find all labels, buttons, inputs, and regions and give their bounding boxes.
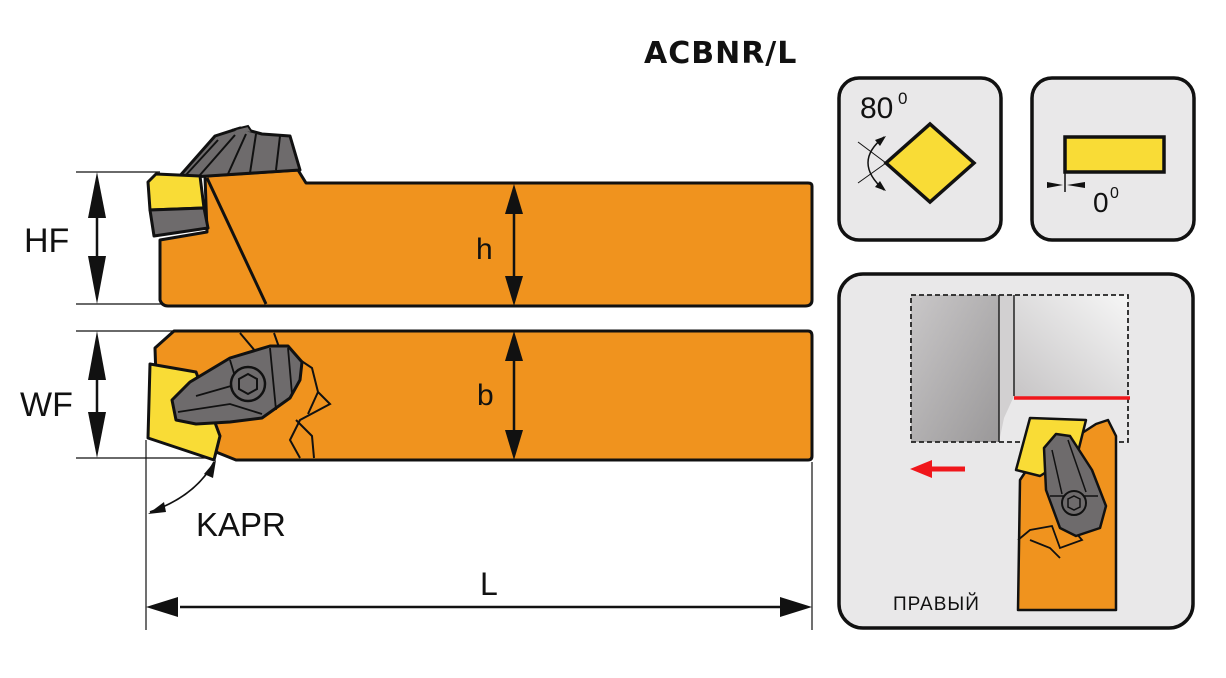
h-arrow-up (505, 184, 523, 214)
insert-side (146, 172, 206, 212)
hf-label: HF (24, 222, 69, 260)
holder-shank-side (158, 168, 814, 308)
length-dimension: L (146, 462, 813, 630)
workpiece-right (1014, 295, 1128, 399)
holder-shank-top (153, 329, 814, 462)
wf-label: WF (20, 386, 73, 424)
application-panel: ПРАВЫЙ (837, 272, 1195, 630)
clearance-angle-value: 0 (1093, 187, 1109, 218)
clamp-top-side (176, 126, 302, 180)
wf-arrow-up (88, 331, 106, 380)
rhombic-insert-icon (883, 121, 977, 205)
kapr-label: KAPR (196, 506, 286, 543)
clamp-application (1042, 432, 1108, 538)
kapr-arc (149, 461, 215, 513)
h-arrow-down (505, 276, 523, 306)
holder-top-view: WF b KAPR (20, 329, 814, 630)
b-arrow-down (505, 430, 523, 460)
insert-angle-value: 80 (860, 92, 893, 125)
feed-left-arrow-icon (910, 460, 932, 478)
b-arrow-up (505, 331, 523, 361)
clearance-angle-unit: 0 (1110, 185, 1119, 202)
l-label: L (480, 566, 498, 602)
body-edge-line (205, 177, 268, 305)
clearance-angle-panel: 0 0 (1030, 76, 1196, 242)
hf-arrow-down (88, 256, 106, 304)
rectangular-insert-icon (1063, 135, 1166, 174)
workpiece-left (911, 295, 999, 442)
product-code-title: ACBNR/L (644, 36, 798, 71)
wf-arrow-down (88, 412, 106, 458)
b-label: b (477, 379, 494, 412)
hf-arrow-up (88, 172, 106, 218)
insert-angle-unit: 0 (898, 89, 907, 108)
shim-side (148, 206, 210, 238)
hex-socket-icon (238, 372, 258, 396)
h-label: h (476, 233, 493, 266)
workpiece-outline (910, 294, 1129, 443)
l-arrow-left (146, 597, 178, 617)
insert-shape-panel: 80 0 (837, 76, 1003, 242)
l-arrow-right (780, 597, 812, 617)
hand-label: ПРАВЫЙ (893, 593, 980, 615)
holder-side-view: HF h (24, 124, 814, 308)
